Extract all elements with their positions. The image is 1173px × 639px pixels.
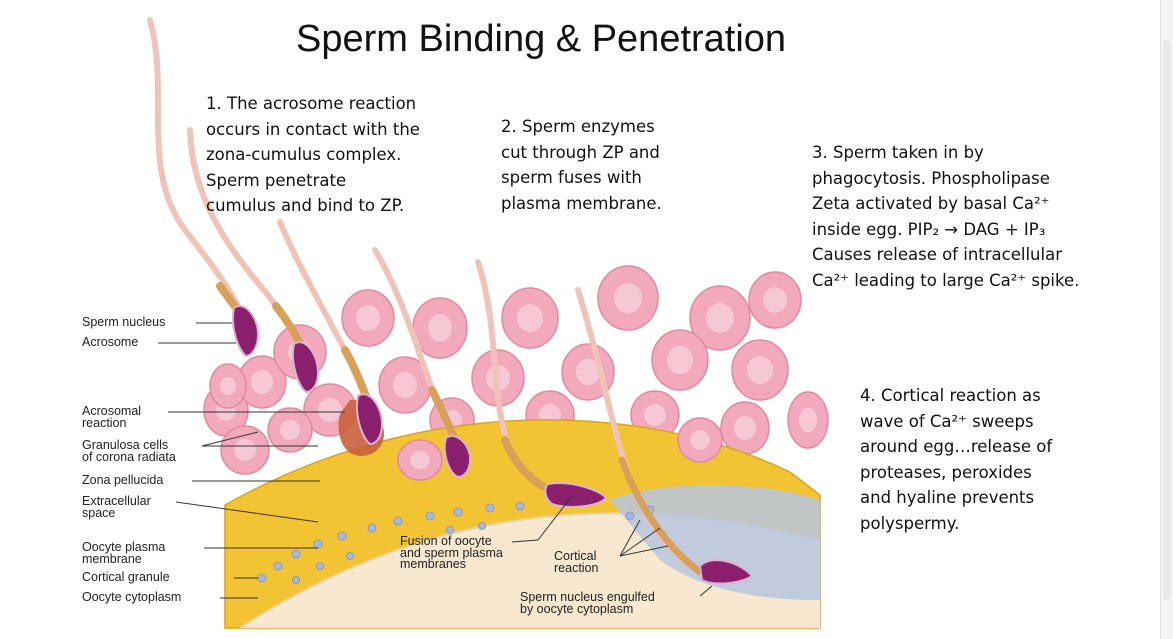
step-4-line: and hyaline prevents [860,488,1035,507]
step-1-line: occurs in contact with the [206,119,420,139]
step-1-line: Sperm penetrate [206,170,347,190]
step-3-line: Zeta activated by basal Ca²⁺ [812,194,1050,213]
step-3-line: Ca²⁺ leading to large Ca²⁺ spike. [812,270,1080,290]
granulosa-cell [651,329,709,391]
granulosa-cells-front [209,363,723,481]
sperm-nucleus [356,393,384,446]
label-line: by oocyte cytoplasm [520,601,634,616]
cortical-granules [257,501,655,584]
sperm-5 [475,259,608,508]
label-line: Extracellular [82,494,151,508]
label-line: space [82,505,116,520]
sperm-nucleus [544,482,608,508]
granulosa-cell [689,285,751,351]
granulosa-cell [597,265,659,331]
granulosa-cell [267,407,313,453]
label-granulosa-cells: Granulosa cells of corona radiata [82,438,176,464]
step-1-text: 1. The acrosome reaction occurs in conta… [206,91,420,219]
label-line: membrane [82,551,142,566]
sperm-nucleus [698,559,754,585]
granulosa-cell [748,271,802,329]
label-line: Acrosomal [82,404,142,418]
granulosa-cell [397,439,443,481]
step-4-line: polyspermy. [860,513,960,533]
label-line: Cortical [554,549,597,563]
step-1-line: 1. The acrosome reaction [206,94,417,113]
label-zona-pellucida: Zona pellucida [82,473,164,487]
slide-title: Sperm Binding & Penetration [296,18,787,60]
label-line: and sperm plasma [400,545,503,560]
step-4-line: proteases, peroxides [860,462,1032,482]
vertical-scrollbar[interactable] [1160,0,1173,639]
sperm-2 [187,127,320,394]
step-2-line: cut through ZP and [501,142,660,162]
label-oocyte-cytoplasm: Oocyte cytoplasm [82,590,182,604]
label-line: of corona radiata [82,449,176,464]
granulosa-cell [787,391,829,449]
label-line: Sperm nucleus [82,315,166,329]
step-3-line: inside egg. PIP₂ → DAG + IP₃ [812,219,1046,239]
label-line: membranes [400,557,466,571]
granulosa-cell [220,425,270,475]
label-line: Oocyte cytoplasm [82,590,182,604]
oocyte [224,419,821,629]
label-cortical-granule: Cortical granule [82,570,170,584]
label-acrosomal-reaction: Acrosomal reaction [82,404,142,430]
granulosa-cell [341,289,395,347]
cortical-reaction-zone [610,485,820,600]
label-line: Zona pellucida [82,473,164,487]
label-line: Oocyte plasma [82,540,166,554]
sperm-nucleus [232,305,260,358]
label-line: Cortical granule [82,570,170,584]
label-line: Sperm nucleus engulfed [520,590,655,604]
label-line: Granulosa cells [82,438,169,452]
sperm-6 [575,287,754,585]
step-3-line: 3. Sperm taken in by [812,143,984,162]
granulosa-cell [731,339,789,401]
sperm-3 [277,219,384,446]
step-3-line: Causes release of intracellular [812,245,1062,264]
granulosa-cell [720,401,770,455]
step-2-line: sperm fuses with [501,168,642,187]
label-extracellular-space: Extracellular space [82,494,151,520]
step-1-line: zona-cumulus complex. [206,145,402,164]
label-line: Acrosome [82,335,139,349]
sperm-nucleus [443,435,472,478]
sperm-4 [372,247,472,478]
granulosa-cell [677,417,723,463]
scrollbar-thumb[interactable] [1163,40,1171,600]
granulosa-cell [237,355,287,409]
granulosa-cell [501,287,559,349]
step-4-line: 4. Cortical reaction as [860,386,1041,405]
step-4-line: wave of Ca²⁺ sweeps [860,411,1034,431]
leader-lines [158,322,713,599]
label-oocyte-plasma-membrane: Oocyte plasma membrane [82,540,166,566]
step-4-text: 4. Cortical reaction as wave of Ca²⁺ swe… [860,383,1052,536]
step-2-line: 2. Sperm enzymes [501,117,655,136]
label-cortical-reaction: Cortical reaction [554,549,599,575]
label-sperm-nucleus-engulfed: Sperm nucleus engulfed by oocyte cytopla… [520,590,655,616]
step-2-line: plasma membrane. [501,193,662,213]
granulosa-cell [378,356,432,414]
label-line: reaction [82,415,127,430]
step-3-line: phagocytosis. Phospholipase [812,168,1050,188]
label-line: Fusion of oocyte [400,534,492,548]
step-4-line: around egg…release of [860,437,1053,456]
step-2-text: 2. Sperm enzymes cut through ZP and sper… [501,114,662,216]
step-1-line: cumulus and bind to ZP. [206,196,405,215]
label-sperm-nucleus: Sperm nucleus [82,315,166,329]
label-fusion-of-membranes: Fusion of oocyte and sperm plasma membra… [400,534,503,571]
label-acrosome: Acrosome [82,335,139,349]
label-line: reaction [554,560,599,575]
step-3-text: 3. Sperm taken in by phagocytosis. Phosp… [812,140,1079,293]
granulosa-cell [412,297,468,359]
granulosa-cell [209,363,247,409]
sperm-nucleus [292,341,320,394]
sperm-1 [147,17,260,358]
